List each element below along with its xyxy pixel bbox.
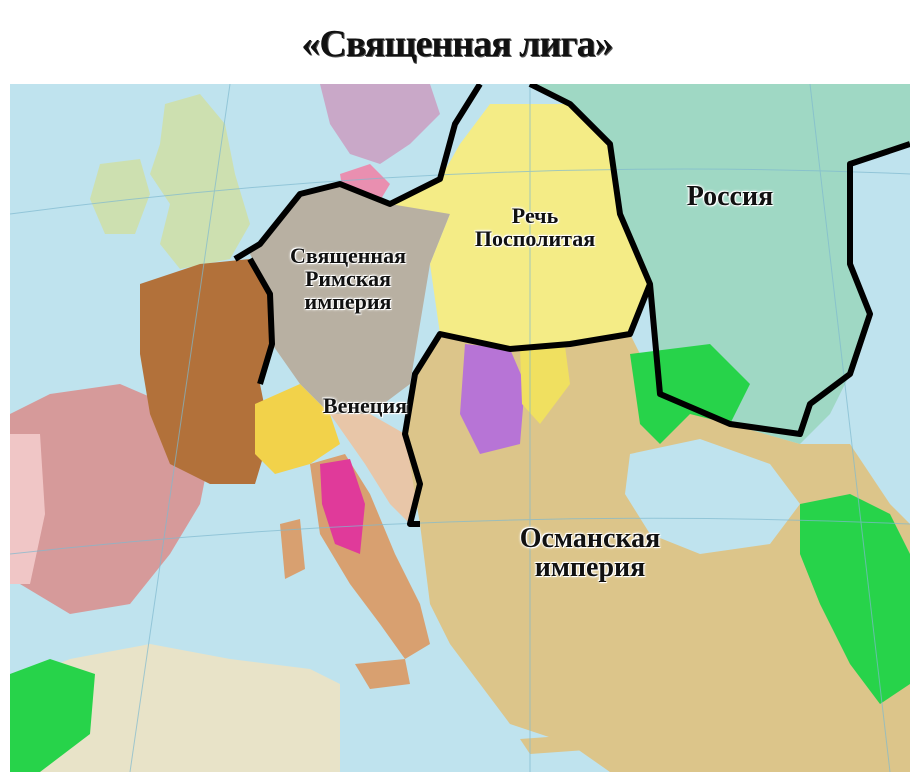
transylvania <box>460 344 525 454</box>
caucasus <box>800 494 910 704</box>
france <box>140 259 272 484</box>
commonwealth <box>390 104 650 349</box>
label-russia: Россия <box>686 181 774 212</box>
label-ottoman-empire: Османская империя <box>519 523 661 584</box>
ireland <box>90 159 150 234</box>
iberia <box>10 384 210 614</box>
map-title: «Священная лига» <box>301 23 613 65</box>
sicily <box>355 659 410 689</box>
holy-league-border <box>233 84 910 527</box>
wallachia <box>520 346 570 424</box>
crete <box>520 734 600 754</box>
label-holy-roman-empire: Священная Римская империя <box>290 243 406 315</box>
venice <box>330 414 420 524</box>
russia <box>530 84 910 444</box>
black-sea <box>625 439 800 554</box>
graticule <box>10 84 910 772</box>
europe-map <box>10 84 910 772</box>
label-commonwealth: Речь Посполитая <box>474 203 596 252</box>
map-area: Россия Речь Посполитая Священная Римская… <box>10 84 910 772</box>
holy-roman-empire <box>250 179 450 414</box>
great-britain <box>150 94 250 269</box>
portugal <box>10 434 45 584</box>
italy-north <box>255 384 340 474</box>
morocco <box>10 659 95 772</box>
scandinavia <box>320 84 440 164</box>
sardinia <box>280 519 305 579</box>
label-venice: Венеция <box>322 393 408 418</box>
papal-states <box>320 459 365 554</box>
ottoman-empire <box>405 334 910 772</box>
